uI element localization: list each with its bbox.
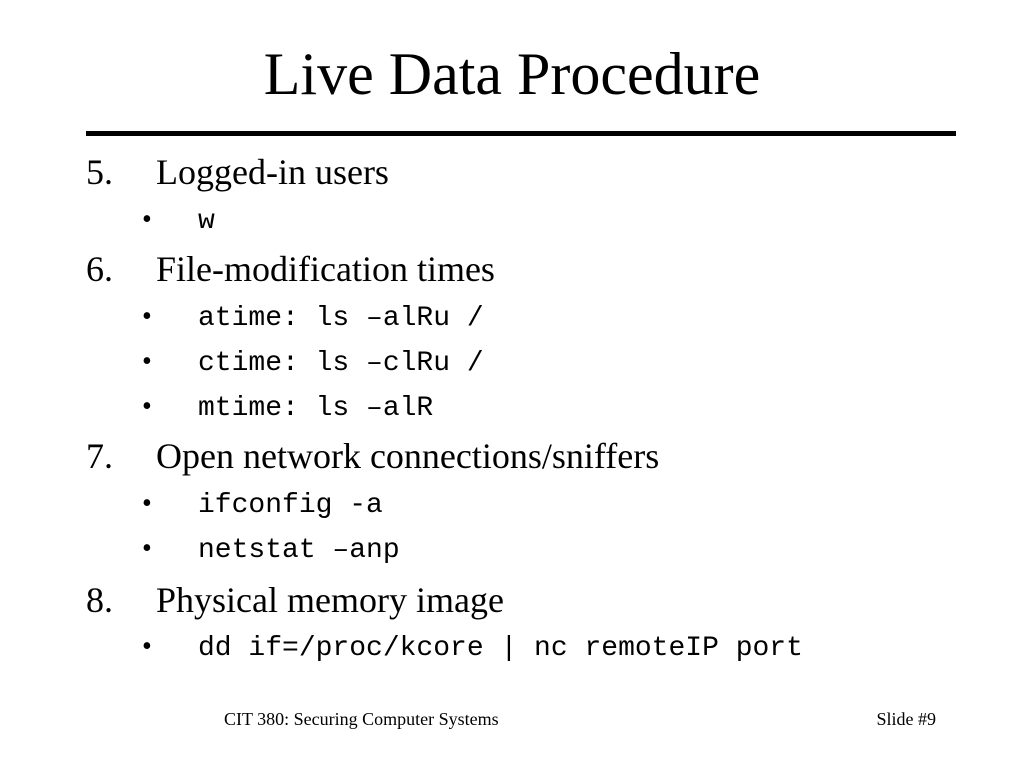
- item-number: 5.: [86, 152, 113, 192]
- item-label: Logged-in users: [156, 152, 389, 192]
- item-number: 7.: [86, 436, 113, 476]
- item-label: Physical memory image: [156, 580, 504, 620]
- bullet-code: ctime: ls –clRu /: [198, 348, 484, 379]
- bullet-icon: •: [142, 488, 152, 519]
- footer-slide-number: Slide #9: [876, 709, 936, 729]
- bullet-code: w: [198, 206, 215, 237]
- bullet-item: • ctime: ls –clRu /: [142, 345, 484, 381]
- item-label: Open network connections/sniffers: [156, 436, 660, 476]
- bullet-item: • atime: ls –alRu /: [142, 300, 484, 336]
- list-item-5: 5. Logged-in users: [86, 152, 389, 192]
- bullet-icon: •: [142, 301, 152, 332]
- list-item-6: 6. File-modification times: [86, 249, 495, 289]
- bullet-icon: •: [142, 533, 152, 564]
- bullet-icon: •: [142, 391, 152, 422]
- item-label: File-modification times: [156, 249, 495, 289]
- list-item-7: 7. Open network connections/sniffers: [86, 436, 659, 476]
- title-divider: [86, 131, 956, 136]
- list-item-8: 8. Physical memory image: [86, 580, 504, 620]
- bullet-item: • netstat –anp: [142, 532, 400, 568]
- bullet-code: dd if=/proc/kcore | nc remoteIP port: [198, 633, 803, 664]
- bullet-item: •w: [142, 203, 215, 239]
- slide-content: 5.Logged-in users •w 6.File-modification…: [86, 152, 803, 666]
- item-number: 8.: [86, 580, 113, 620]
- footer-course-title: CIT 380: Securing Computer Systems: [224, 709, 499, 729]
- bullet-icon: •: [142, 631, 152, 662]
- bullet-icon: •: [142, 204, 152, 235]
- bullet-code: netstat –anp: [198, 535, 400, 566]
- bullet-icon: •: [142, 346, 152, 377]
- bullet-item: • mtime: ls –alR: [142, 390, 433, 426]
- bullet-item: • dd if=/proc/kcore | nc remoteIP port: [142, 630, 803, 666]
- bullet-code: atime: ls –alRu /: [198, 303, 484, 334]
- bullet-code: mtime: ls –alR: [198, 393, 434, 424]
- slide-title: Live Data Procedure: [263, 41, 761, 107]
- bullet-code: ifconfig -a: [198, 490, 383, 521]
- item-number: 6.: [86, 249, 113, 289]
- bullet-item: • ifconfig -a: [142, 487, 383, 523]
